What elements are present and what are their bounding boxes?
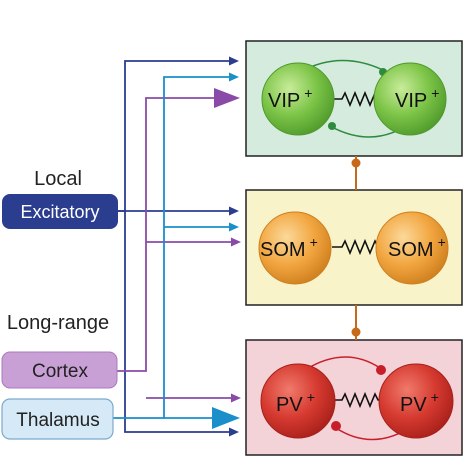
pv-synapse-top <box>304 356 386 375</box>
cortex-label: Cortex <box>32 361 88 382</box>
vip-cell-left <box>261 62 335 136</box>
pv-right-label: PV+ <box>400 389 439 416</box>
local-heading: Local <box>34 168 82 190</box>
som-left-label: SOM+ <box>260 234 318 261</box>
local-excitatory-projections <box>118 56 239 437</box>
vip-left-label: VIP+ <box>268 85 312 112</box>
som-pv-link <box>351 305 361 340</box>
pv-gap-junction <box>335 391 386 409</box>
som-cell-right <box>375 211 449 285</box>
excitatory-source-box <box>2 194 118 229</box>
vip-right-label: VIP+ <box>395 85 439 112</box>
som-cell-left <box>258 211 332 285</box>
vip-cell-right <box>373 62 447 136</box>
longrange-heading: Long-range <box>7 312 109 334</box>
som-right-label: SOM+ <box>388 234 446 261</box>
thalamus-projections <box>113 72 240 429</box>
pv-cell-right <box>378 363 454 439</box>
cortex-source-box <box>1 351 118 389</box>
vip-som-link <box>351 156 361 190</box>
pv-cell-left <box>260 363 336 439</box>
pv-left-label: PV+ <box>276 389 315 416</box>
excitatory-label: Excitatory <box>20 202 99 222</box>
cortex-projections <box>117 88 241 403</box>
thalamus-source-box <box>1 398 114 440</box>
thalamus-label: Thalamus <box>16 410 99 431</box>
